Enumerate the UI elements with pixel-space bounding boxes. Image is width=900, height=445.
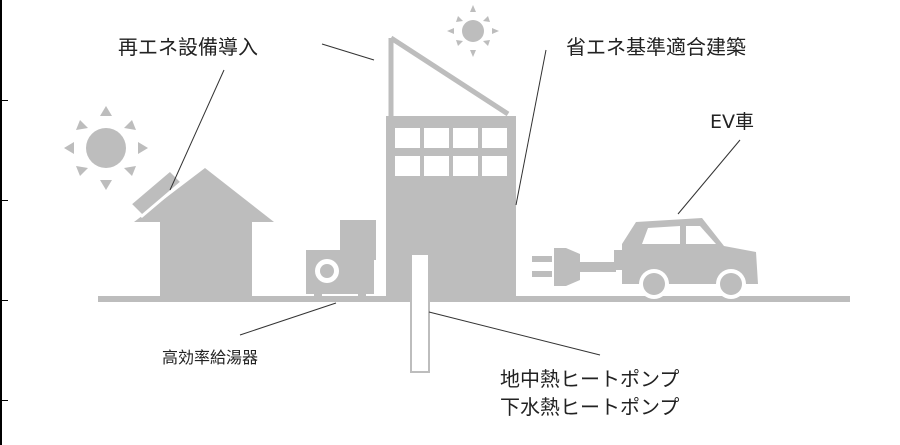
sun-icon [64,106,148,190]
leader-lines [169,43,741,356]
left-border [0,0,2,445]
water-heater-icon [306,220,376,297]
house-icon [134,168,274,298]
label-ev: EV車 [710,111,754,133]
label-energy-saving-building: 省エネ基準適合建築 [566,35,746,59]
border-tick [0,100,8,101]
label-water-heater: 高効率給湯器 [162,348,258,367]
label-renewable: 再エネ設備導入 [118,35,258,59]
border-tick [0,200,8,201]
label-sewage-heat: 下水熱ヒートポンプ [500,395,679,419]
building-icon [386,35,516,298]
label-geothermal: 地中熱ヒートポンプ [500,367,679,391]
geothermal-pipe [410,253,430,373]
border-tick [0,400,8,401]
sun-icon [447,5,499,57]
solar-panel-icon [127,167,185,219]
car-icon [614,218,758,299]
plug-icon [532,248,616,286]
border-tick [0,300,8,301]
ground-line [98,296,850,302]
